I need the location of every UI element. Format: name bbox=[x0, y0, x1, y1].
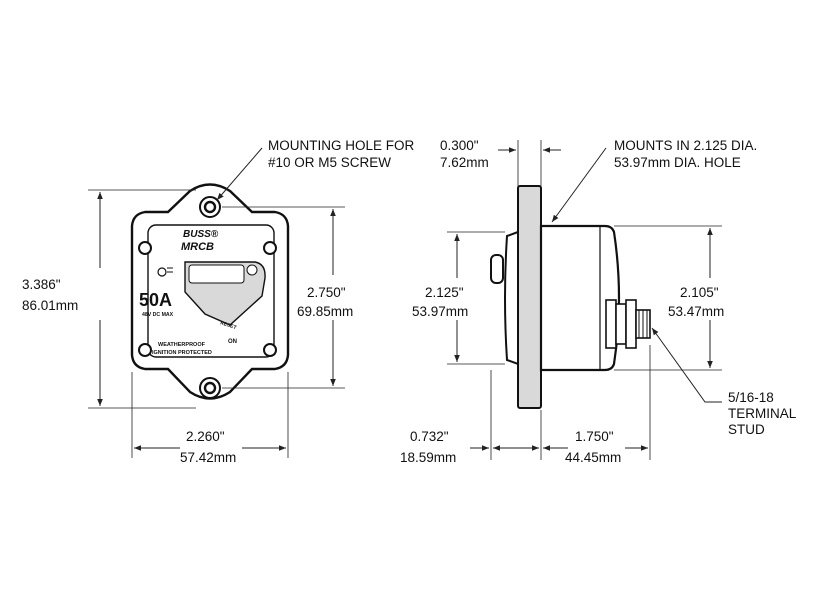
dim-body-diameter bbox=[447, 231, 505, 365]
reset-lever bbox=[188, 264, 245, 284]
mounting-hole-top bbox=[199, 196, 221, 218]
voltage-label: 48V DC MAX bbox=[142, 312, 174, 318]
dim-flange-thickness bbox=[498, 140, 561, 186]
hole-spacing-mm: 69.85mm bbox=[297, 304, 353, 319]
mounting-hole-bottom bbox=[199, 377, 221, 399]
side-reset-button bbox=[490, 254, 504, 284]
rear-diameter-in: 2.105" bbox=[680, 285, 719, 300]
corner-rivet-bl bbox=[138, 343, 152, 357]
terminal-callout-1: 5/16-18 bbox=[728, 390, 774, 405]
terminal-callout-3: STUD bbox=[728, 422, 765, 437]
hole-spacing-in: 2.750" bbox=[307, 285, 346, 300]
brand-label: BUSS® bbox=[183, 229, 219, 240]
overall-height-in: 3.386" bbox=[22, 277, 61, 292]
flange-thickness-mm: 7.62mm bbox=[440, 155, 489, 170]
face-width-in: 2.260" bbox=[186, 429, 225, 444]
model-label: MRCB bbox=[181, 241, 214, 253]
dim-face-width bbox=[131, 372, 289, 458]
rear-depth-in: 1.750" bbox=[575, 429, 614, 444]
front-view: BUSS® MRCB 50A 48V DC MAX RESET ON WEATH… bbox=[130, 183, 290, 400]
mounting-hole-callout-2: #10 OR M5 SCREW bbox=[268, 155, 391, 170]
protection-line-2: IGNITION PROTECTED bbox=[152, 350, 212, 356]
rear-diameter-mm: 53.47mm bbox=[668, 304, 724, 319]
body-diameter-in: 2.125" bbox=[425, 285, 464, 300]
terminal-stud bbox=[605, 299, 651, 349]
dim-overall-height bbox=[88, 189, 196, 409]
mounts-callout-1: MOUNTS IN 2.125 DIA. bbox=[614, 138, 757, 153]
dim-rear-diameter bbox=[614, 225, 722, 371]
terminal-stud-leader bbox=[651, 327, 722, 403]
face-width-mm: 57.42mm bbox=[180, 450, 236, 465]
rating-label: 50A bbox=[139, 290, 172, 310]
protection-line-1: WEATHERPROOF bbox=[158, 342, 206, 348]
front-face-panel bbox=[147, 224, 275, 358]
side-view bbox=[490, 185, 651, 409]
mounts-leader bbox=[551, 147, 607, 223]
dim-hole-spacing bbox=[222, 206, 345, 389]
rear-depth-mm: 44.45mm bbox=[565, 450, 621, 465]
overall-height-mm: 86.01mm bbox=[22, 298, 78, 313]
front-depth-mm: 18.59mm bbox=[400, 450, 456, 465]
flange-thickness-in: 0.300" bbox=[440, 138, 479, 153]
reset-text: RESET bbox=[219, 320, 237, 331]
terminal-callout-2: TERMINAL bbox=[728, 406, 797, 421]
lever-pivot bbox=[246, 264, 258, 276]
front-depth-in: 0.732" bbox=[410, 429, 449, 444]
corner-rivet-tl bbox=[138, 241, 152, 255]
mounts-callout-2: 53.97mm DIA. HOLE bbox=[614, 155, 741, 170]
corner-rivet-br bbox=[263, 343, 277, 357]
side-flange bbox=[517, 185, 542, 409]
mounting-hole-callout-1: MOUNTING HOLE FOR bbox=[268, 138, 415, 153]
dim-depths bbox=[470, 345, 651, 460]
side-front-bezel bbox=[504, 230, 519, 366]
reset-arrow-icon bbox=[157, 267, 173, 277]
corner-rivet-tr bbox=[263, 241, 277, 255]
mounting-hole-leader bbox=[216, 147, 263, 201]
on-text: ON bbox=[228, 339, 237, 345]
body-diameter-mm: 53.97mm bbox=[412, 304, 468, 319]
